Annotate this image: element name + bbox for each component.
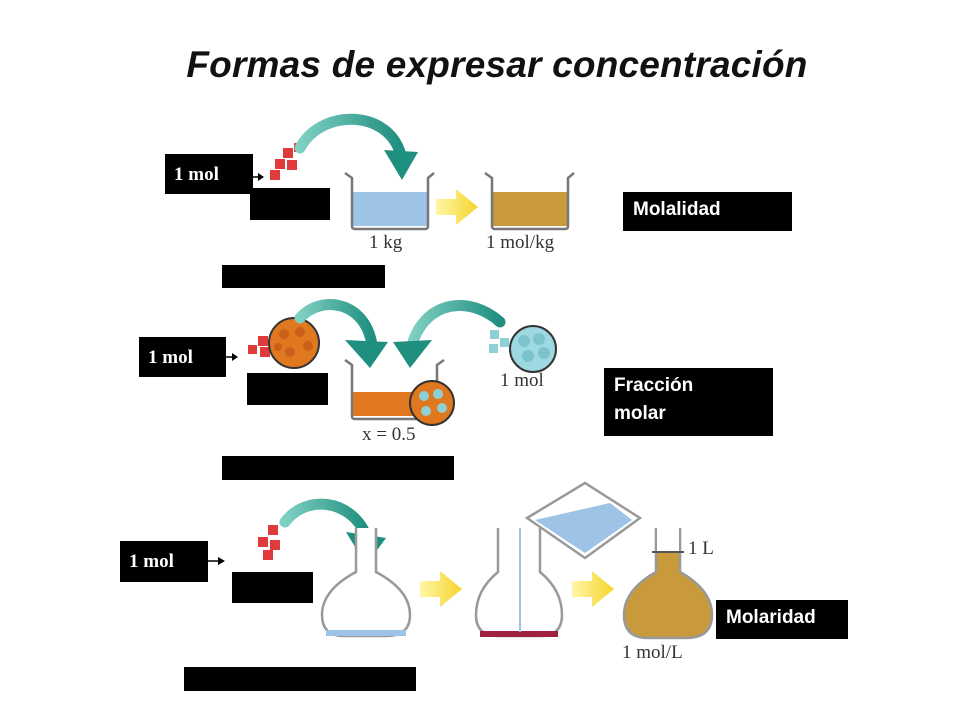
label-fraccion-molar: Fracción molar bbox=[604, 368, 773, 436]
beaker-mixture-icon bbox=[344, 358, 455, 426]
solvent-cubes-icon bbox=[489, 330, 509, 353]
curved-arrow-icon bbox=[279, 498, 372, 541]
curved-arrow-icon bbox=[294, 113, 406, 158]
volumetric-flask-empty-icon bbox=[320, 528, 412, 638]
panel-molalidad bbox=[270, 113, 575, 231]
yellow-arrow-icon bbox=[436, 189, 478, 225]
curved-arrow-icon bbox=[406, 300, 506, 351]
redaction-box bbox=[184, 667, 416, 691]
caption-1L: 1 L bbox=[688, 538, 714, 559]
yellow-arrow-icon bbox=[572, 571, 614, 607]
label-molalidad: Molalidad bbox=[623, 192, 792, 231]
curved-arrow-icon bbox=[294, 299, 378, 351]
redaction-box bbox=[222, 456, 454, 480]
solute-cubes-icon bbox=[248, 336, 270, 357]
caption-1molkg: 1 mol/kg bbox=[486, 232, 555, 253]
label-molaridad: Molaridad bbox=[716, 600, 848, 639]
mol-label-1: 1 mol bbox=[165, 154, 253, 194]
page-title: Formas de expresar concentración bbox=[186, 44, 808, 85]
redaction-box bbox=[250, 188, 330, 220]
beaker-water-icon bbox=[344, 171, 435, 231]
arrowhead-icon bbox=[345, 340, 388, 368]
arrowhead-icon bbox=[393, 340, 432, 368]
solute-cubes-icon bbox=[258, 525, 280, 560]
pouring-beaker-icon bbox=[524, 481, 643, 560]
mol-label-2: 1 mol bbox=[139, 337, 226, 377]
solvent-sphere-icon bbox=[509, 325, 557, 373]
redaction-box bbox=[232, 572, 313, 603]
panel-fraccion-molar bbox=[248, 299, 557, 426]
mol-label-3: 1 mol bbox=[120, 541, 208, 582]
panel-molaridad bbox=[258, 481, 714, 640]
caption-1molL: 1 mol/L bbox=[622, 642, 683, 663]
solute-sphere-icon bbox=[268, 317, 320, 369]
beaker-solution-icon bbox=[484, 171, 575, 231]
yellow-arrow-icon bbox=[420, 571, 462, 607]
redaction-box bbox=[222, 265, 385, 288]
caption-x05: x = 0.5 bbox=[362, 424, 416, 445]
redaction-box bbox=[247, 373, 328, 405]
volumetric-flask-water-icon bbox=[474, 528, 564, 638]
caption-1kg: 1 kg bbox=[369, 232, 403, 253]
volumetric-flask-solution-icon bbox=[622, 528, 714, 640]
arrowhead-icon bbox=[384, 150, 418, 180]
caption-1mol: 1 mol bbox=[500, 370, 544, 391]
